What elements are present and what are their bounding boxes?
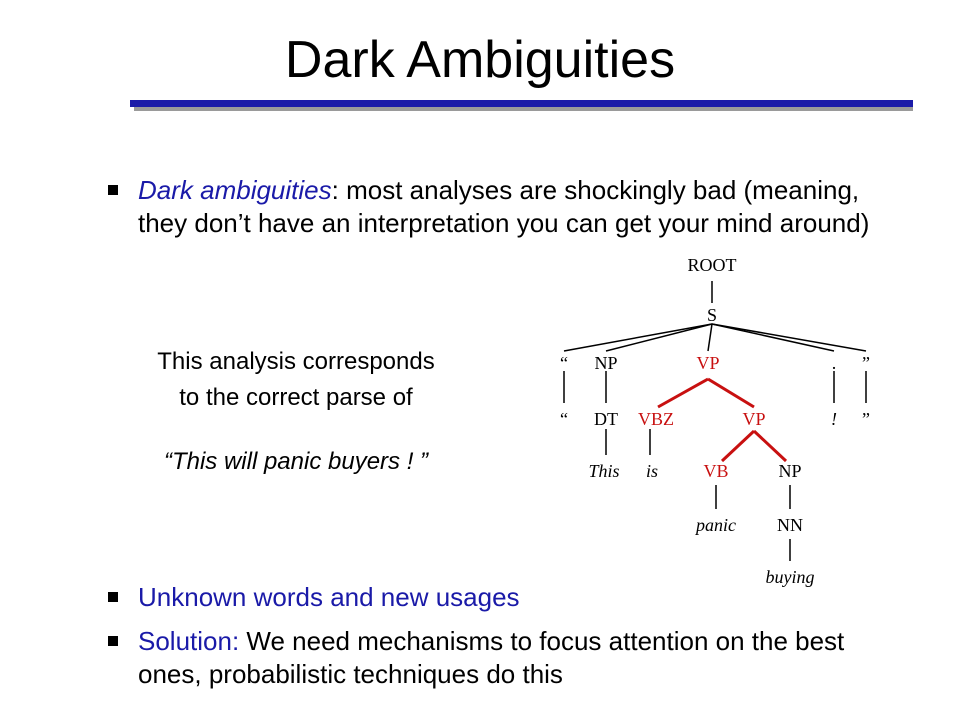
title-divider-shadow [134,107,913,111]
tree-edges-black [563,281,867,561]
edge-s-openquote [563,323,713,352]
bullet-text: Unknown words and new usages [138,582,520,612]
edge-vp2-vb [720,429,756,463]
bullet-body: : most analyses are shockingly bad (mean… [138,175,870,238]
example-sentence: “This will panic buyers ! ” [163,448,429,475]
edge-vp-vbz [657,377,709,409]
edge-s-closequote [711,323,867,352]
bullet-term: Solution: [138,626,240,656]
node-s: S [707,305,717,325]
parse-tree: ROOT S “ NP VP . ” “ DT VBZ VP ! ” This … [560,255,870,587]
slide-title: Dark Ambiguities [284,31,676,89]
node-close-quote-word: ” [862,409,870,429]
node-nn: NN [777,515,803,535]
bullet-dark-ambiguities: Dark ambiguities: most analyses are shoc… [108,174,878,274]
node-root: ROOT [688,255,737,275]
bullet-text: Dark ambiguities: most analyses are shoc… [138,174,878,240]
word-this: This [588,461,619,481]
node-dt: DT [594,409,618,429]
word-panic: panic [694,515,736,535]
edge-s-vp [707,323,713,352]
bullet-text: Solution: We need mechanisms to focus at… [138,625,898,691]
bullet-term: Dark ambiguities [138,175,332,205]
analysis-caption: This analysis corresponds to the correct… [96,344,496,416]
node-np: NP [594,353,617,373]
edge-s-period [711,323,835,352]
node-exclaim-word: ! [831,409,837,429]
edge-vp2-np2 [752,429,788,463]
node-vp: VP [696,353,719,373]
bullet-solution: Solution: We need mechanisms to focus at… [108,625,898,695]
node-period-tag: . [832,353,837,373]
node-open-quote-tag: “ [560,353,568,373]
word-buying: buying [766,567,815,587]
word-is: is [646,461,658,481]
title-divider [130,100,913,112]
node-close-quote-tag: ” [862,353,870,373]
node-vb: VB [703,461,728,481]
node-open-quote-word: “ [560,409,568,429]
title-divider-bar [130,100,913,107]
bullet-marker [108,592,118,602]
node-np2: NP [778,461,801,481]
node-vbz: VBZ [638,409,674,429]
bullet-marker [108,185,118,195]
bullet-body: We need mechanisms to focus attention on… [138,626,845,689]
bullet-marker [108,636,118,646]
caption-line-1: This analysis corresponds [157,348,435,375]
tree-edges-red [657,377,788,463]
caption-line-2: to the correct parse of [179,384,413,411]
edge-vp-vp2 [707,377,755,409]
bullet-unknown-words: Unknown words and new usages [108,581,888,615]
node-vp2: VP [742,409,765,429]
edge-s-np [605,323,713,352]
